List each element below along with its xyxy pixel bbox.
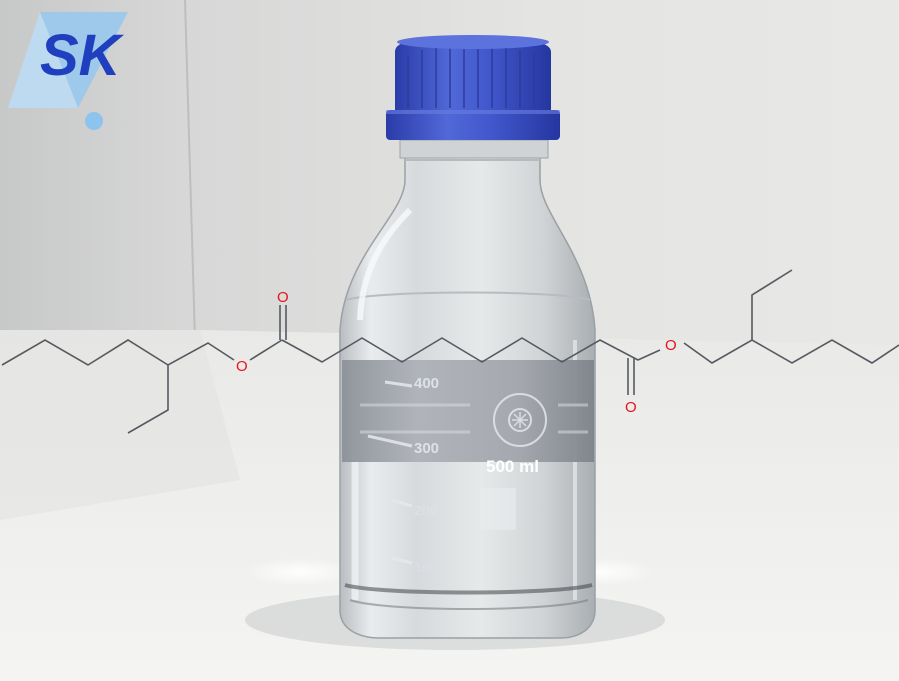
carbonyl-oxygen-left: O bbox=[277, 289, 289, 306]
table-shadow bbox=[0, 330, 240, 520]
logo-text: SK bbox=[40, 23, 125, 88]
grad-mark-300: 300 bbox=[414, 440, 439, 457]
light-glare-left bbox=[245, 558, 355, 586]
molecule-structure bbox=[1, 269, 899, 434]
ester-oxygen-right: O bbox=[665, 337, 677, 354]
grad-mark-200: 200 bbox=[414, 502, 438, 518]
label-fine-print bbox=[360, 403, 588, 434]
graduation-ticks bbox=[367, 380, 413, 565]
grad-mark-100: 100 bbox=[414, 559, 438, 575]
scale-window bbox=[480, 488, 516, 530]
manufacturer-seal bbox=[493, 393, 547, 447]
volume-label: 500 ml bbox=[486, 457, 539, 476]
company-logo: SK bbox=[8, 12, 128, 130]
grad-mark-400: 400 bbox=[414, 375, 439, 392]
ester-oxygen-left: O bbox=[236, 358, 248, 375]
bottle-cap bbox=[386, 35, 560, 140]
carbonyl-oxygen-right: O bbox=[625, 399, 637, 416]
wall-corner bbox=[184, 0, 196, 341]
bottle-label-band bbox=[342, 360, 594, 462]
